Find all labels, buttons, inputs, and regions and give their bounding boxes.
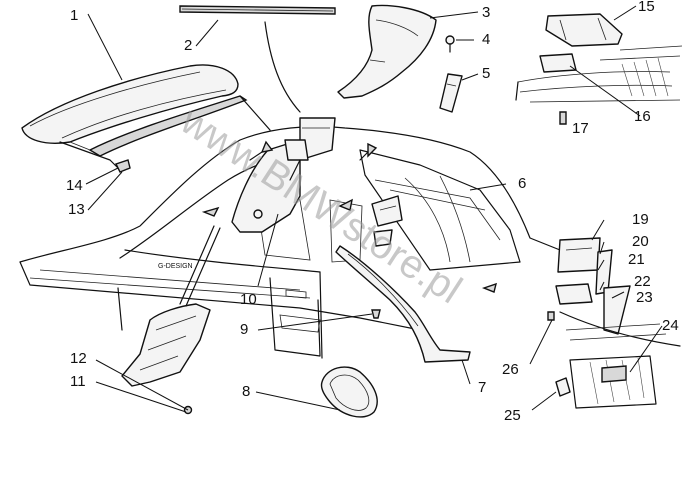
- callout-10: 10: [240, 291, 257, 308]
- callout-labels: 1 2 3 4 5 6 7 8 9 10 11 12 13 14 15 16 1…: [66, 0, 679, 424]
- callout-23: 23: [636, 289, 653, 306]
- callout-16: 16: [634, 108, 651, 125]
- callout-1: 1: [70, 7, 78, 24]
- seal-rod: [264, 21, 301, 113]
- callout-3: 3: [482, 4, 490, 21]
- callout-9: 9: [240, 321, 248, 338]
- part-screw-9: [371, 309, 381, 319]
- part-hardtop-roof: [21, 64, 271, 171]
- part-interior-trim-panel: [231, 117, 336, 233]
- callout-15: 15: [638, 0, 655, 15]
- part-pillar-trim: [337, 4, 437, 99]
- leader-lines: [85, 5, 663, 413]
- callout-13: 13: [68, 201, 85, 218]
- part-window-mechanism: [371, 195, 403, 247]
- part-roof-strip: [179, 5, 336, 15]
- part-screw-4: [445, 35, 455, 53]
- part-latch: [115, 159, 131, 173]
- callout-7: 7: [478, 379, 486, 396]
- callout-4: 4: [482, 31, 490, 48]
- callout-2: 2: [184, 37, 192, 54]
- callout-8: 8: [242, 383, 250, 400]
- callout-22: 22: [634, 273, 651, 290]
- assembly-arrows: [201, 140, 497, 293]
- callout-25: 25: [504, 407, 521, 424]
- part-clip-5: [439, 73, 463, 113]
- part-seal-ring: [320, 366, 378, 418]
- inset-hinge-block: [515, 13, 683, 125]
- callout-5: 5: [482, 65, 490, 82]
- callout-20: 20: [632, 233, 649, 250]
- callout-14: 14: [66, 177, 83, 194]
- body-lettering: G-DESIGN: [158, 263, 193, 270]
- part-quarter-bracket: [121, 225, 221, 387]
- callout-19: 19: [632, 211, 649, 228]
- callout-6: 6: [518, 175, 526, 192]
- inset-lock-mechanism: [547, 237, 681, 409]
- callout-12: 12: [70, 350, 87, 367]
- callout-21: 21: [628, 251, 645, 268]
- callout-26: 26: [502, 361, 519, 378]
- callout-24: 24: [662, 317, 679, 334]
- part-b-pillar-trim: [335, 245, 471, 363]
- callout-17: 17: [572, 120, 589, 137]
- callout-11: 11: [70, 373, 86, 390]
